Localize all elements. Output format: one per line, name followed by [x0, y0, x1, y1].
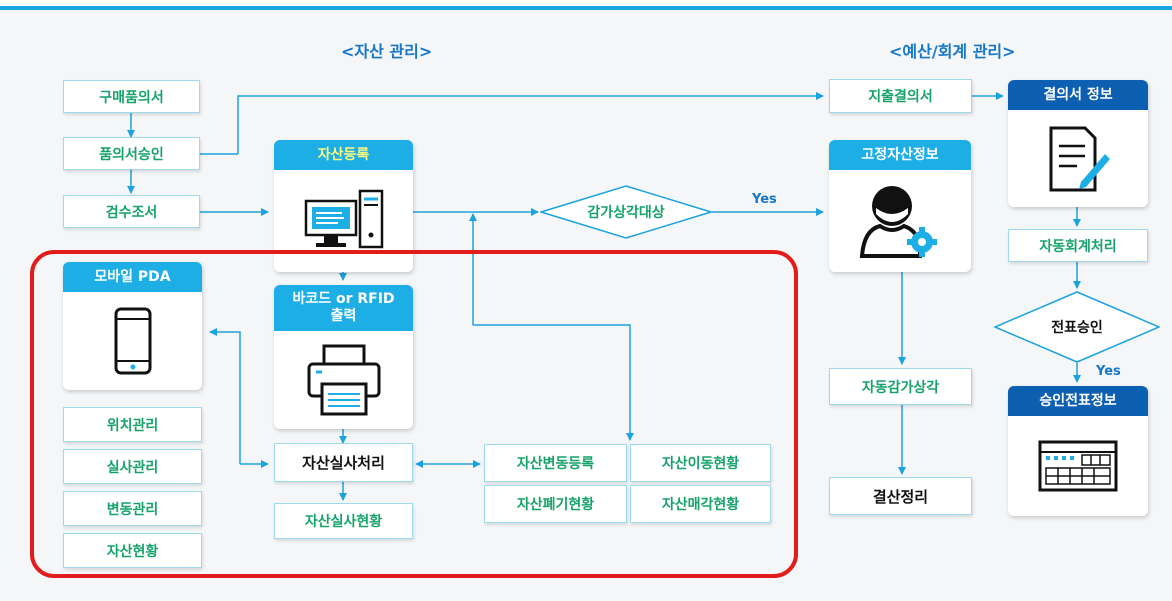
fixed-asset-info-panel: 고정자산정보: [829, 140, 971, 272]
user-gear-icon: [829, 170, 971, 272]
asset-disposal-status-box: 자산폐기현황: [484, 485, 627, 523]
inventory-processing-box: 자산실사처리: [274, 443, 413, 482]
printer-icon: [274, 331, 413, 429]
mobile-pda-panel: 모바일 PDA: [63, 262, 202, 390]
pda-item-location: 위치관리: [63, 407, 202, 442]
fixed-asset-info-header: 고정자산정보: [829, 140, 971, 170]
pda-item-inventory: 실사관리: [63, 449, 202, 484]
asset-sale-status-box: 자산매각현황: [630, 485, 771, 523]
purchase-request-box: 구매품의서: [63, 80, 200, 113]
mobile-inventory-highlight-frame: [30, 250, 798, 578]
closing-settlement-box: 결산정리: [829, 477, 972, 515]
top-accent-bar: [0, 0, 1172, 10]
section-title-budget-accounting: <예산/회계 관리>: [889, 42, 1016, 61]
mobile-pda-header: 모바일 PDA: [63, 262, 202, 292]
inventory-status-box: 자산실사현황: [274, 503, 413, 539]
document-edit-icon: [1008, 110, 1148, 207]
depreciation-target-label: 감가상각대상: [587, 205, 665, 221]
asset-transfer-status-box: 자산이동현황: [630, 444, 771, 482]
approved-voucher-info-panel: 승인전표정보: [1008, 386, 1148, 516]
auto-depreciation-box: 자동감가상각: [829, 368, 972, 405]
barcode-rfid-header: 바코드 or RFID 출력: [274, 285, 413, 331]
asset-registration-header: 자산등록: [274, 140, 413, 170]
approved-voucher-info-header: 승인전표정보: [1008, 386, 1148, 416]
barcode-rfid-panel: 바코드 or RFID 출력: [274, 285, 413, 429]
yes-label-depreciation: Yes: [752, 192, 777, 207]
computer-icon: [274, 170, 413, 272]
asset-change-registration-box: 자산변동등록: [484, 444, 627, 482]
voucher-approval-decision: 전표승인: [994, 291, 1160, 363]
yes-label-voucher: Yes: [1096, 364, 1121, 379]
pda-item-change: 변동관리: [63, 491, 202, 526]
resolution-info-panel: 결의서 정보: [1008, 80, 1148, 207]
expenditure-resolution-box: 지출결의서: [829, 79, 972, 113]
keyboard-table-icon: [1008, 416, 1148, 516]
smartphone-icon: [63, 292, 202, 390]
inspection-report-box: 검수조서: [63, 195, 200, 228]
voucher-approval-label: 전표승인: [1051, 320, 1103, 336]
section-title-asset-management: <자산 관리>: [341, 42, 433, 61]
auto-accounting-box: 자동회계처리: [1008, 229, 1148, 262]
depreciation-target-decision: 감가상각대상: [540, 185, 712, 239]
pda-item-status: 자산현황: [63, 533, 202, 568]
resolution-info-header: 결의서 정보: [1008, 80, 1148, 110]
request-approval-box: 품의서승인: [63, 137, 200, 170]
